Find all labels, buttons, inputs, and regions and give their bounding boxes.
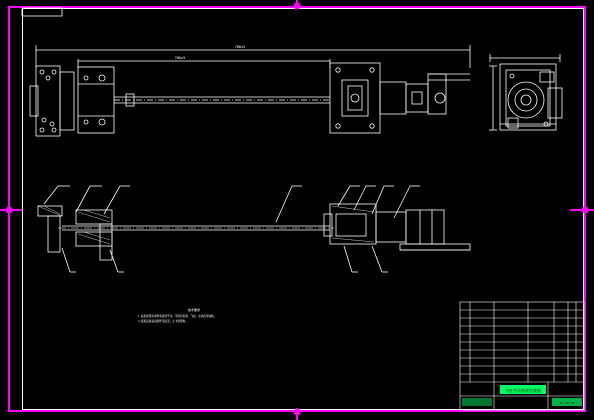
corner-box xyxy=(21,7,63,17)
title-cell xyxy=(500,385,546,394)
side-view xyxy=(489,54,563,131)
drawing-number: ZS-00-00 xyxy=(560,401,575,405)
tech-requirement-line-2: 2.装配后各运动部件须灵活，无卡滞现象。 xyxy=(138,319,188,323)
title-block xyxy=(459,301,585,411)
stroke-length-dimension: 700±5 xyxy=(175,56,186,60)
drawing-number-cell xyxy=(552,398,582,406)
tech-requirements-title: 技术要求 xyxy=(188,307,200,312)
overall-length-dimension: 780±5 xyxy=(235,45,246,49)
section-view xyxy=(37,185,471,273)
tech-requirement-line-1: 1.装配前所有零件须清洗干净，不得有毛刺、飞边、氧化皮等缺陷。 xyxy=(138,314,216,318)
logo-cell xyxy=(462,398,492,406)
drawing-title: 丝杠传动系统总装图 xyxy=(505,387,541,393)
plan-view xyxy=(29,45,471,137)
